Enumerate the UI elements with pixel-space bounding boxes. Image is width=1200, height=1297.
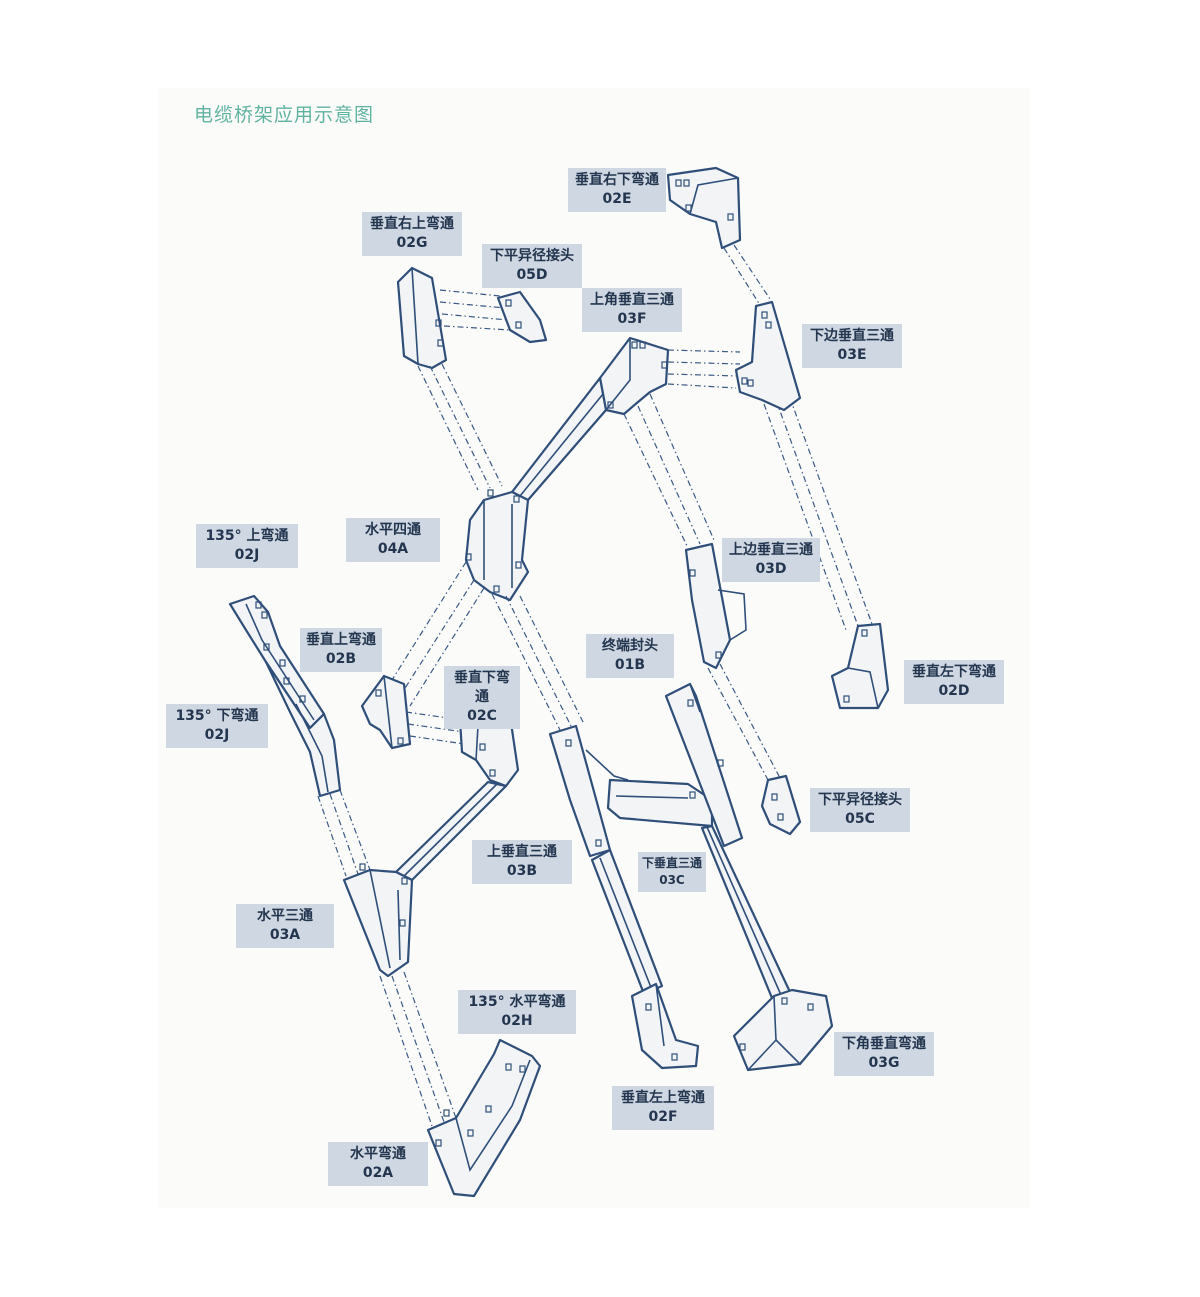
label-03E-name: 下边垂直三通 [810, 328, 894, 344]
tray-03B-02F [590, 848, 664, 996]
label-03E: 下边垂直三通 03E [802, 324, 902, 368]
tray-02G-04A [417, 363, 503, 491]
label-03F-name: 上角垂直三通 [590, 292, 674, 308]
label-02J-down-name: 135° 下弯通 [175, 708, 259, 724]
label-02E: 垂直右下弯通 02E [568, 168, 666, 212]
label-03C-name: 下垂直三通 [642, 856, 703, 870]
label-01B-code: 01B [614, 657, 646, 673]
label-03D: 上边垂直三通 03D [722, 538, 820, 582]
label-01B-name: 终端封头 [602, 638, 658, 654]
label-03C: 下垂直三通 03C [638, 852, 706, 892]
label-02F-code: 02F [648, 1109, 678, 1125]
fitting-02G [396, 266, 448, 370]
label-02G: 垂直右上弯通 02G [362, 212, 462, 256]
fitting-04A [464, 489, 530, 602]
fitting-03E [734, 300, 802, 412]
label-05C-name: 下平异径接头 [818, 792, 902, 808]
fitting-01B [664, 682, 744, 848]
fitting-02D [830, 622, 890, 710]
tray-02J-03A [317, 789, 371, 877]
label-02D-code: 02D [938, 683, 970, 699]
label-02F: 垂直左上弯通 02F [612, 1086, 714, 1130]
label-03B-code: 03B [506, 863, 538, 879]
label-02H-code: 02H [501, 1013, 533, 1029]
label-05C-code: 05C [845, 811, 875, 827]
fitting-02A [426, 1038, 542, 1198]
label-02B-code: 02B [325, 651, 357, 667]
tray-03C-03G [700, 824, 792, 1000]
label-03F-code: 03F [617, 311, 647, 327]
label-03E-code: 03E [837, 347, 867, 363]
label-04A: 水平四通 04A [346, 518, 440, 562]
label-05D-name: 下平异径接头 [490, 248, 574, 264]
label-02G-name: 垂直右上弯通 [370, 216, 454, 232]
label-05C: 下平异径接头 05C [810, 788, 910, 832]
label-02J-up: 135° 上弯通 02J [196, 524, 298, 568]
label-02H-name: 135° 水平弯通 [468, 994, 566, 1010]
label-02C: 垂直下弯通 02C [444, 666, 520, 729]
label-02H: 135° 水平弯通 02H [458, 990, 576, 1034]
label-03A-code: 03A [269, 927, 301, 943]
tray-03A-02A [379, 971, 457, 1127]
diagram-title: 电缆桥架应用示意图 [194, 104, 375, 126]
label-04A-name: 水平四通 [365, 522, 421, 538]
label-03G: 下角垂直弯通 03G [834, 1032, 934, 1076]
label-03B-name: 上垂直三通 [487, 844, 557, 860]
links-02G-05D [439, 289, 511, 331]
tray-04A-02B [391, 561, 485, 707]
label-01B: 终端封头 01B [586, 634, 674, 678]
fitting-03C [606, 778, 714, 828]
links-03F-03E [667, 349, 741, 389]
label-03G-name: 下角垂直弯通 [842, 1036, 926, 1052]
label-03G-code: 03G [868, 1055, 900, 1071]
label-03F: 上角垂直三通 03F [582, 288, 682, 332]
label-05D: 下平异径接头 05D [482, 244, 582, 288]
label-02A-code: 02A [362, 1165, 394, 1181]
fitting-03D [684, 542, 747, 670]
label-02C-code: 02C [467, 708, 497, 724]
label-02E-code: 02E [602, 191, 632, 207]
label-02A-name: 水平弯通 [350, 1146, 406, 1162]
label-03C-code: 03C [659, 873, 685, 887]
label-02C-name: 垂直下弯通 [454, 670, 510, 705]
label-03B: 上垂直三通 03B [472, 840, 572, 884]
label-02F-name: 垂直左上弯通 [621, 1090, 705, 1106]
label-02G-code: 02G [396, 235, 428, 251]
label-02B-name: 垂直上弯通 [306, 632, 376, 648]
label-02B: 垂直上弯通 02B [300, 628, 382, 672]
tray-03F-03D [623, 393, 715, 549]
fitting-03G [732, 988, 834, 1072]
label-03A: 水平三通 03A [236, 904, 334, 948]
label-02J-down-code: 02J [204, 727, 230, 743]
tray-04A-03B [491, 593, 585, 731]
label-04A-code: 04A [377, 541, 409, 557]
label-02A: 水平弯通 02A [328, 1142, 428, 1186]
fitting-03A [342, 863, 414, 978]
fitting-03F [598, 336, 670, 416]
fitting-05D [496, 290, 548, 344]
label-02D-name: 垂直左下弯通 [912, 664, 996, 680]
label-02J-up-name: 135° 上弯通 [205, 528, 289, 544]
label-02E-name: 垂直右下弯通 [575, 172, 659, 188]
label-02D: 垂直左下弯通 02D [904, 660, 1004, 704]
label-03D-name: 上边垂直三通 [729, 542, 813, 558]
tray-03D-05C [707, 663, 781, 781]
fitting-02F [630, 982, 700, 1070]
fitting-02E [666, 166, 742, 250]
label-03D-code: 03D [755, 561, 787, 577]
fitting-05C [760, 774, 802, 836]
label-02J-down: 135° 下弯通 02J [166, 704, 268, 748]
label-05D-code: 05D [516, 267, 548, 283]
fitting-03B [548, 724, 629, 858]
label-03A-name: 水平三通 [257, 908, 313, 924]
tray-right-long [723, 244, 873, 631]
fitting-02B [360, 674, 412, 750]
label-02J-up-code: 02J [234, 547, 260, 563]
tray-03F-04A [510, 376, 608, 502]
